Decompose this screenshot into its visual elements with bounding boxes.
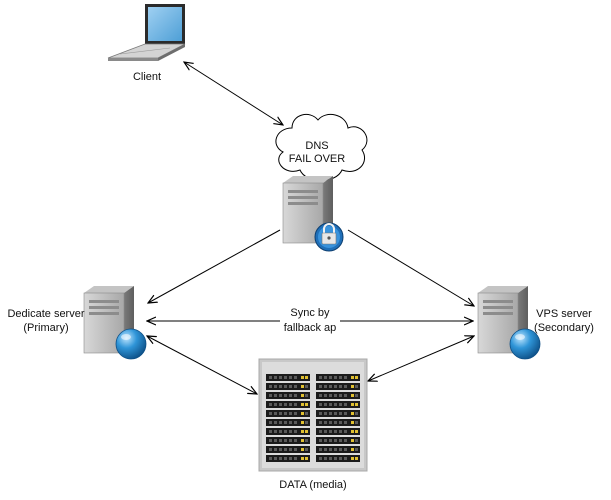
dedicated-label-line2: (Primary) bbox=[23, 322, 68, 334]
storage-rack-icon bbox=[258, 358, 368, 472]
edge-client-dns bbox=[184, 62, 283, 125]
edges bbox=[147, 62, 474, 394]
sync-label-line2: fallback ap bbox=[284, 322, 337, 334]
server-globe-icon-dedicated bbox=[83, 286, 147, 360]
edge-vps-data bbox=[368, 336, 474, 381]
edge-dedicated-data bbox=[147, 336, 257, 394]
dedicated-label-line1: Dedicate server bbox=[7, 308, 84, 320]
dns-label-line2: FAIL OVER bbox=[289, 153, 346, 165]
edge-failover-vps bbox=[347, 229, 474, 306]
server-globe-icon-vps bbox=[477, 286, 541, 360]
edge-failover-dedicated bbox=[148, 229, 281, 303]
vps-label-line1: VPS server bbox=[536, 308, 592, 320]
locked-server-icon bbox=[282, 176, 344, 252]
client-label: Client bbox=[133, 71, 161, 83]
dns-label-line1: DNS bbox=[305, 140, 328, 152]
laptop-icon bbox=[107, 4, 186, 61]
sync-label-line1: Sync by bbox=[290, 307, 330, 319]
vps-label-line2: (Secondary) bbox=[534, 322, 594, 334]
data-label: DATA (media) bbox=[279, 479, 346, 491]
cloud-icon bbox=[275, 113, 368, 181]
